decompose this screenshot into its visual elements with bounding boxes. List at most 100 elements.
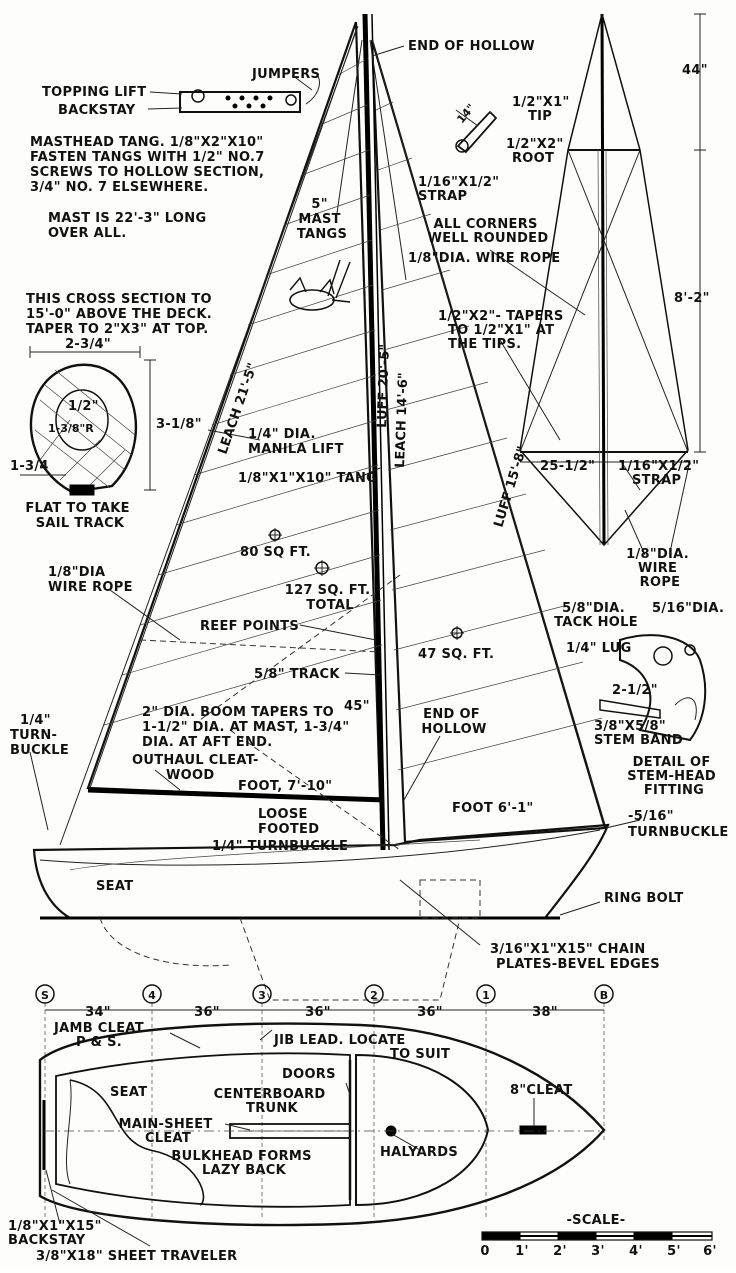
station-label: 4 — [148, 989, 156, 1002]
doors-label: DOORS — [282, 1067, 336, 1082]
seat-profile-label: SEAT — [96, 879, 133, 894]
sail-profile — [59, 13, 607, 851]
chain-plates-note: 3/16"X1"X15" CHAIN PLATES-BEVEL EDGES — [490, 942, 660, 972]
station-spacings: 34" 36" 36" 36" 38" — [85, 1005, 557, 1020]
dia-label: 5/16"DIA. — [652, 601, 724, 616]
sail-emblem — [289, 259, 351, 311]
dim-25-label: 25-1/2" — [540, 459, 595, 474]
bulkhead-label: BULKHEAD FORMS LAZY BACK — [171, 1149, 316, 1178]
plan-view — [38, 1003, 606, 1227]
traveler-label: 3/8"X18" SHEET TRAVELER — [36, 1249, 238, 1264]
jib-seams — [375, 101, 603, 771]
spacing-label: 34" — [85, 1005, 111, 1020]
station-label: B — [600, 989, 608, 1002]
hull-profile — [32, 823, 610, 1001]
masthead-tang-note: MASTHEAD TANG. 1/8"X2"X10" FASTEN TANGS … — [30, 135, 269, 195]
section-wall: 1/2" — [68, 399, 99, 414]
station-label: S — [41, 989, 49, 1002]
seat-plan-label: SEAT — [110, 1085, 147, 1100]
ring-bolt-label: RING BOLT — [604, 891, 684, 906]
wire-rope-label: 1/8"DIA. WIRE ROPE — [408, 251, 560, 266]
area-total-label: 127 SQ. FT. TOTAL — [285, 583, 375, 613]
scale-tick: 1' — [515, 1244, 529, 1259]
boom-note: 2" DIA. BOOM TAPERS TO 1-1/2" DIA. AT MA… — [142, 705, 354, 750]
station-label: 3 — [258, 989, 266, 1002]
centroid-main — [268, 528, 282, 542]
spreader-rig-detail — [519, 13, 706, 547]
mainsheet-cleat-label: MAIN-SHEET CLEAT — [119, 1117, 218, 1146]
stem-head-caption: DETAIL OF STEM-HEAD FITTING — [627, 755, 721, 798]
spreader-tip-detail — [455, 109, 498, 154]
jamb-cleat-label: JAMB CLEAT P & S. — [53, 1021, 149, 1050]
stem-head-detail — [599, 634, 707, 742]
centroid-total — [314, 560, 330, 576]
scale-tick: 0 — [480, 1244, 489, 1259]
tang-label: 1/8"X1"X10" TANG — [238, 471, 377, 486]
scale-tick: 4' — [629, 1244, 643, 1259]
outhaul-label: OUTHAUL CLEAT- WOOD — [132, 753, 264, 783]
area-main-label: 80 SQ FT. — [240, 545, 311, 560]
stem-band-label: 3/8"X5/8" STEM BAND — [594, 719, 683, 748]
end-of-hollow-label: END OF HOLLOW — [408, 39, 535, 54]
scale-tick: 5' — [667, 1244, 681, 1259]
turnbuckle-quarter-label: 1/4" TURNBUCKLE — [212, 839, 348, 854]
end-of-hollow-low: END OF HOLLOW — [421, 707, 486, 737]
scale-tick: 2' — [553, 1244, 567, 1259]
backstay-plan-label: 1/8"X1"X15" BACKSTAY — [8, 1219, 106, 1248]
dim-44-label: 44" — [682, 63, 708, 78]
halyards-label: HALYARDS — [380, 1145, 458, 1160]
flat-track-note: FLAT TO TAKE SAIL TRACK — [25, 501, 134, 531]
mast-length-note: MAST IS 22'-3" LONG OVER ALL. — [48, 211, 211, 241]
corners-label: ALL CORNERS WELL ROUNDED — [428, 217, 549, 246]
jumpers-label: JUMPERS — [251, 67, 320, 82]
cross-section-note: THIS CROSS SECTION TO 15'-0" ABOVE THE D… — [26, 292, 217, 337]
foot-main-label: FOOT, 7'-10" — [238, 779, 332, 794]
turnbuckle-right-label-2: TURNBUCKLE — [628, 825, 729, 840]
strap-top-label: 1/16"X1/2" STRAP — [418, 175, 504, 204]
scale-tick: 6' — [703, 1244, 717, 1259]
foot-jib-label: FOOT 6'-1" — [452, 801, 534, 816]
turnbuckle-right-label: -5/16" — [628, 809, 674, 824]
station-label: 2 — [370, 989, 378, 1002]
boom — [87, 787, 385, 803]
stem-dim-label: 2-1/2" — [612, 683, 658, 698]
root-label: 1/2"X2" ROOT — [506, 137, 568, 166]
mainsail-seams — [103, 59, 383, 726]
manila-lift-label: 1/4" DIA. MANILA LIFT — [248, 427, 344, 457]
loose-footed-label: LOOSE FOOTED — [258, 807, 319, 837]
masthead-fitting — [147, 75, 320, 113]
mast-cross-section — [20, 346, 156, 496]
luff-main-label: LUFF 20'-5" — [375, 344, 393, 428]
dim-45-label: 45" — [344, 699, 370, 714]
spacing-label: 36" — [194, 1005, 220, 1020]
centerboard-label: CENTERBOARD TRUNK — [214, 1087, 331, 1116]
station-label: 1 — [482, 989, 490, 1002]
section-width: 2-3/4" — [65, 337, 111, 352]
reef-line — [139, 639, 382, 653]
jib-lead-label: JIB LEAD. LOCATE TO SUIT — [273, 1033, 450, 1062]
mast — [362, 13, 386, 851]
leach-jib-label: LEACH 14'-6" — [393, 372, 411, 468]
callout-labels: END OF HOLLOW JUMPERS TOPPING LIFT BACKS… — [8, 39, 729, 1264]
wire-rope-left-label: 1/8"DIA WIRE ROPE — [48, 565, 133, 595]
section-base: 1-3/4 — [10, 459, 49, 474]
scale-label: -SCALE- — [566, 1213, 625, 1228]
luff-jib-label: LUFF 15'-8" — [491, 444, 530, 529]
cleat-8-label: 8"CLEAT — [510, 1083, 573, 1098]
section-height: 3-1/8" — [156, 417, 202, 432]
track-label: 5/8" TRACK — [254, 667, 340, 682]
spacing-label: 36" — [305, 1005, 331, 1020]
tip-label: 1/2"X1" TIP — [512, 95, 574, 124]
tack-hole-label: 5/8"DIA. TACK HOLE — [554, 601, 638, 630]
tapers-label: 1/2"X2"- TAPERS TO 1/2"X1" AT THE TIPS. — [438, 309, 568, 352]
lug-label: 1/4" LUG — [566, 641, 632, 656]
section-radius: 1-3/8"R — [48, 422, 94, 435]
dim-82-label: 8'-2" — [674, 291, 710, 306]
scale-tick: 3' — [591, 1244, 605, 1259]
scale-bar: -SCALE- 0 1' 2' 3' 4' 5' 6' — [480, 1213, 717, 1259]
mast-tangs-label: 5" MAST TANGS — [297, 197, 347, 242]
centroid-jib — [450, 626, 464, 640]
station-markers: S 4 3 2 1 B — [35, 984, 614, 1004]
leader-lines — [29, 45, 691, 1247]
